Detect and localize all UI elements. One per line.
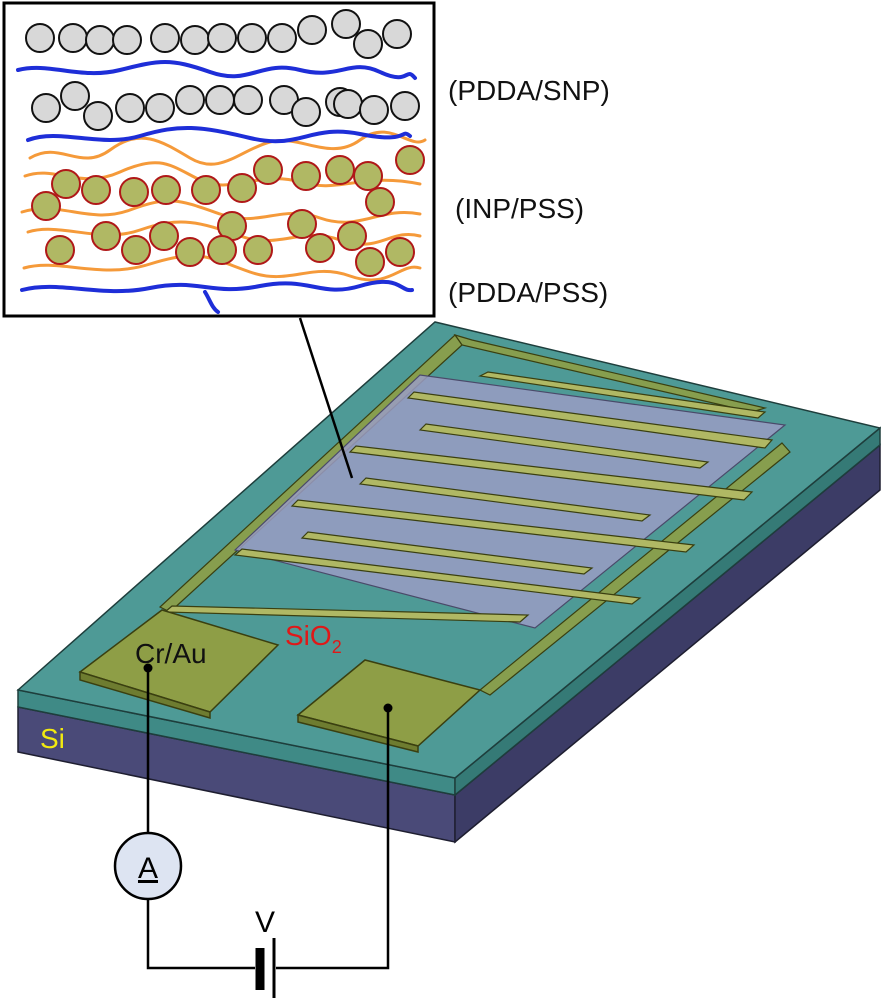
pdda-chain-3 (20, 279, 414, 294)
finger-9 (163, 605, 530, 623)
snp (297, 15, 327, 45)
pdda-chain-1 (16, 60, 417, 80)
electrode-frame (158, 333, 791, 696)
snp (175, 85, 205, 115)
inp (119, 177, 149, 207)
snp (58, 23, 88, 53)
polycation-chains (16, 60, 417, 314)
inp (91, 221, 121, 251)
inp (337, 221, 367, 251)
layer-label-pdda-pss: (PDDA/PSS) (448, 277, 608, 308)
inp (51, 169, 81, 199)
snp (353, 29, 383, 59)
inp (121, 235, 151, 265)
battery-symbol (255, 938, 276, 998)
voltage-label: V (255, 906, 275, 939)
snp (207, 23, 237, 53)
snp (150, 23, 180, 53)
inp (175, 237, 205, 267)
left-pad-edge (79, 670, 211, 720)
inp (253, 155, 283, 185)
inp (191, 175, 221, 205)
snp (390, 91, 420, 121)
snp (115, 93, 145, 123)
finger-3 (418, 423, 710, 469)
silica-nanoparticles (25, 9, 420, 131)
inp (395, 145, 425, 175)
snp (145, 93, 175, 123)
snp (382, 19, 412, 49)
right-contact-dot (383, 703, 393, 713)
ammeter-label: A (138, 852, 158, 885)
finger-8 (233, 548, 642, 605)
inp (365, 187, 395, 217)
layer-label-inp-pss: (INP/PSS) (455, 193, 584, 224)
inp (151, 175, 181, 205)
layer-inset (2, 1, 436, 318)
pss-chain-5 (22, 254, 422, 282)
finger-2 (406, 391, 774, 449)
ammeter: A (113, 831, 183, 901)
inp (355, 247, 385, 277)
inp (149, 221, 179, 251)
circuit-wires (146, 668, 390, 970)
inp (353, 161, 383, 191)
inp (287, 209, 317, 239)
snp (333, 89, 363, 119)
layer-label-pdda-snp: (PDDA/SNP) (448, 75, 610, 106)
bond-pads (78, 609, 482, 753)
oxide-label-main: SiO (285, 620, 332, 651)
substrate-label: Si (40, 723, 65, 754)
oxide-label: SiO2 (285, 620, 342, 657)
inp (291, 161, 321, 191)
snp (85, 25, 115, 55)
oxide-label-subscript: 2 (332, 637, 342, 657)
snp (205, 85, 235, 115)
inp (207, 235, 237, 265)
finger-7 (300, 531, 594, 575)
finger-6 (290, 499, 696, 553)
snp (83, 101, 113, 131)
snp (60, 81, 90, 111)
snp (359, 95, 389, 125)
wire-right (276, 708, 390, 970)
finger-4 (348, 445, 754, 501)
snp (31, 93, 61, 123)
wire-left-lower (146, 900, 255, 970)
ammeter-circle (113, 831, 183, 901)
snp (267, 23, 297, 53)
inp (305, 233, 335, 263)
pdda-chain-4 (203, 290, 220, 314)
pdda-chain-2 (26, 125, 412, 144)
inp (385, 237, 415, 267)
frame-right-strip (478, 442, 791, 696)
left-contact-dot (143, 663, 153, 673)
snp (112, 25, 142, 55)
finger-5 (358, 477, 652, 522)
inp (45, 235, 75, 265)
inp (227, 173, 257, 203)
snp (291, 97, 321, 127)
snp (25, 23, 55, 53)
interdigitated-fingers (163, 371, 774, 623)
inp (31, 191, 61, 221)
inp (81, 175, 111, 205)
finger-1 (478, 371, 767, 419)
snp (237, 23, 267, 53)
inp (325, 155, 355, 185)
snp (331, 9, 361, 39)
snp (233, 85, 263, 115)
inp (243, 235, 273, 265)
inorganic-nanoparticles (31, 145, 425, 277)
snp (180, 25, 210, 55)
inset-pointer-line (298, 317, 354, 479)
